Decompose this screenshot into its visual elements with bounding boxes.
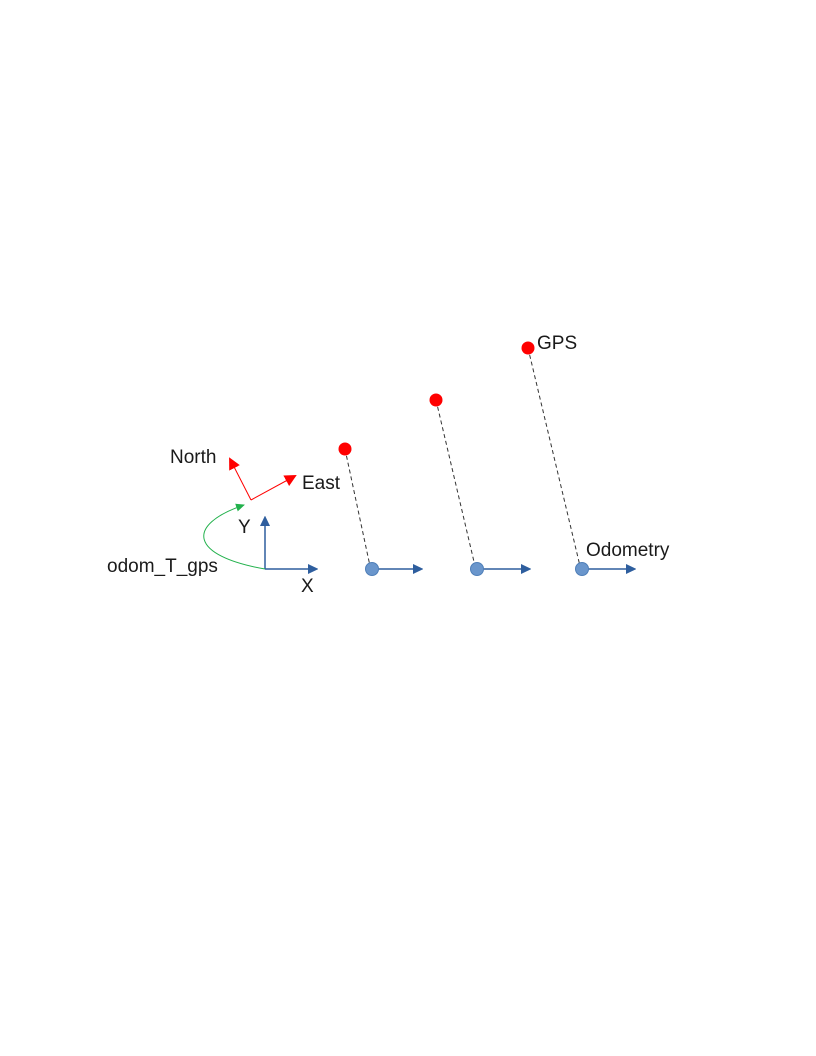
odometry-point-3 — [575, 562, 589, 576]
east-label: East — [302, 473, 341, 494]
odometry-point-2 — [470, 562, 484, 576]
north-arrow — [229, 457, 252, 501]
gps-label: GPS — [537, 333, 577, 354]
odometry-point-1 — [365, 562, 379, 576]
link-3 — [527, 347, 581, 567]
enu-frame: North East — [170, 447, 341, 501]
gps-point-2 — [429, 393, 443, 407]
link-1 — [344, 448, 371, 567]
y-axis-label: Y — [238, 517, 251, 538]
odometry-label: Odometry — [586, 540, 670, 561]
gps-odometry-links — [344, 347, 581, 567]
north-label: North — [170, 447, 216, 468]
gps-point-1 — [338, 442, 352, 456]
odom-frame: X Y — [238, 517, 316, 597]
link-2 — [435, 399, 476, 567]
gps-point-3 — [521, 341, 535, 355]
east-arrow — [250, 475, 297, 501]
x-axis-label: X — [301, 576, 314, 597]
transform-label: odom_T_gps — [107, 556, 218, 577]
odometry-poses — [365, 562, 635, 576]
transform-curve — [203, 503, 266, 570]
gps-points — [338, 341, 535, 456]
